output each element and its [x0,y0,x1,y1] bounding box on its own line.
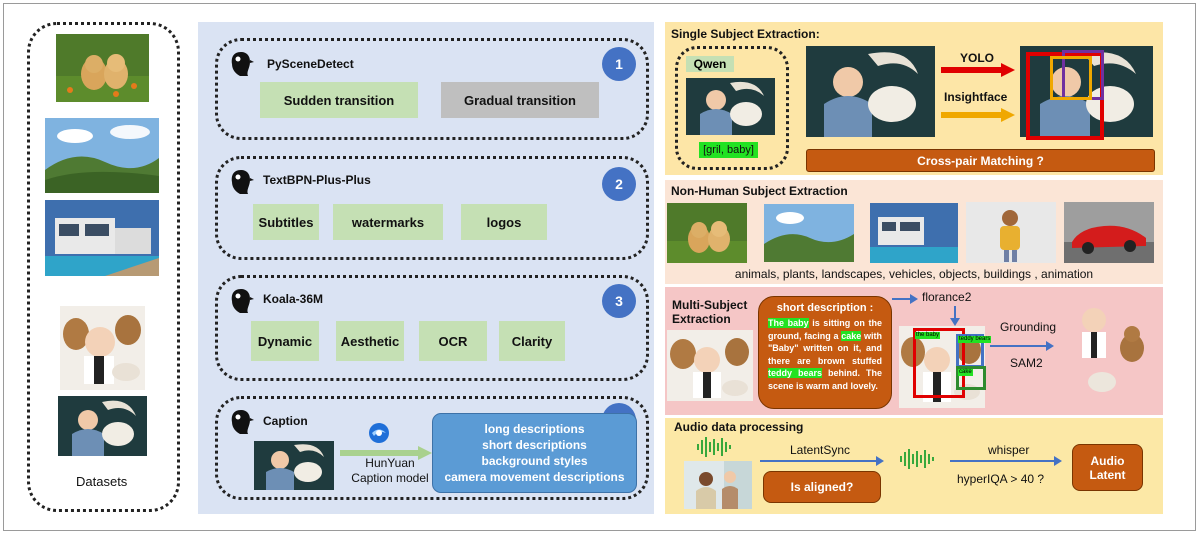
dataset-image-villa [45,200,159,276]
dynamic-chip: Dynamic [251,321,319,361]
caption-input-image [254,441,334,490]
gradual-transition-chip: Gradual transition [441,82,599,118]
non-human-categories: animals, plants, landscapes, vehicles, o… [734,267,1094,281]
short-description-title: short description : [776,302,874,314]
segmented-subjects-image [1072,300,1156,402]
cross-pair-matching-box: Cross-pair Matching ? [806,149,1155,172]
pyscenedetect-logo-icon [231,52,254,76]
highlight-teddy-bears: teddy bears [768,368,823,378]
whisper-label: whisper [988,443,1030,457]
non-human-image-backpack [966,202,1056,263]
insightface-label: Insightface [944,90,1008,104]
stage-2-title: TextBPN-Plus-Plus [263,173,371,187]
qwen-input-image [686,78,775,135]
insightface-arrow-icon [941,108,1015,122]
stage-3-group [215,275,649,381]
florance2-label: florance2 [922,290,972,304]
florance-down-arrow-icon [950,306,960,326]
audio-latent-line1: Audio [1090,453,1125,468]
stage-4-group [215,396,649,500]
box-label-cake: cake [958,369,973,376]
non-human-image-landscape [764,204,854,262]
aesthetic-chip: Aesthetic [336,321,404,361]
highlight-cake: cake [841,330,862,341]
waveform-icon-2 [900,449,934,469]
qwen-group [675,46,789,170]
audio-title: Audio data processing [674,420,804,434]
ocr-chip: OCR [419,321,487,361]
single-subject-image [806,46,935,137]
stage-3-number: 3 [602,284,636,318]
caption-logo-icon [231,410,254,434]
dataset-image-girl-baby [58,396,147,456]
waveform-icon-1 [697,437,731,457]
single-subject-detected-image [1020,46,1153,137]
stage-2-number: 2 [602,167,636,201]
box-label-teddy: teddy bears [958,336,992,343]
dataset-image-puppies [56,34,149,102]
model-name-line2: Caption model [351,471,429,485]
model-name-line1: HunYuan [365,456,415,470]
stage-2-group [215,156,649,260]
desc-part-1: is sitting on the ground, facing a [768,318,882,341]
caption-arrow-icon [340,446,432,460]
audio-latent-line2: Latent [1089,467,1126,482]
florance-arrow-icon [892,294,918,304]
hyperiqa-label: hyperIQA > 40 ? [957,472,1045,486]
highlight-the-baby: The baby [768,318,809,328]
output-short: short descriptions [482,438,587,452]
watermarks-chip: watermarks [333,204,443,240]
is-aligned-box: Is aligned? [763,471,881,503]
output-camera: camera movement descriptions [444,470,625,484]
output-long: long descriptions [484,422,585,436]
box-label-baby: the baby [915,332,941,339]
output-background: background styles [481,454,588,468]
datasets-group [27,22,180,512]
desc-part-3: behind. The scene is warm and lovely. [768,368,882,391]
stage-3-title: Koala-36M [263,292,324,306]
whisper-arrow-icon [950,456,1062,466]
textbpn-logo-icon [231,170,254,194]
multi-subject-title-1: Multi-Subject [672,298,748,312]
multi-subject-title-2: Extraction [672,312,731,326]
sam2-label: SAM2 [1010,356,1043,370]
grounding-label: Grounding [1000,320,1057,334]
non-human-image-puppies [667,203,747,263]
yolo-arrow-icon [941,63,1015,77]
logos-chip: logos [461,204,547,240]
audio-latent-box: Audio Latent [1072,444,1143,491]
sudden-transition-chip: Sudden transition [260,82,418,118]
desc-part-2: with "Baby" written on it, and there are… [768,330,882,366]
non-human-image-villa [870,203,958,263]
non-human-title: Non-Human Subject Extraction [671,184,848,198]
clarity-chip: Clarity [499,321,565,361]
detect-box-cake [956,366,986,390]
latentsync-label: LatentSync [790,443,851,457]
non-human-image-car [1064,202,1154,263]
short-description-text: The baby is sitting on the ground, facin… [768,317,882,392]
qwen-label: Qwen [686,56,734,72]
stage-4-title: Caption [263,414,308,428]
stage-1-number: 1 [602,47,636,81]
yolo-label: YOLO [960,51,995,65]
latentsync-arrow-icon [760,456,884,466]
stage-1-group [215,38,649,140]
koala-logo-icon [231,289,254,313]
qwen-tags: [gril, baby] [699,142,758,158]
multi-subject-input-image [667,330,753,401]
datasets-label: Datasets [76,474,128,489]
dataset-image-landscape [45,118,159,193]
dataset-image-baby-cake [60,306,145,390]
hunyuan-logo-icon [369,423,389,443]
audio-input-image [684,461,752,509]
figure-frame [3,3,1196,531]
detect-box-baby [913,328,965,398]
insightface-box [1050,56,1092,100]
stage-1-title: PySceneDetect [267,57,354,71]
grounding-arrow-icon [990,341,1054,351]
single-subject-title: Single Subject Extraction: [671,27,820,41]
caption-outputs-box: long descriptions short descriptions bac… [432,413,637,493]
subtitles-chip: Subtitles [253,204,319,240]
short-description-box: short description : The baby is sitting … [758,296,892,409]
